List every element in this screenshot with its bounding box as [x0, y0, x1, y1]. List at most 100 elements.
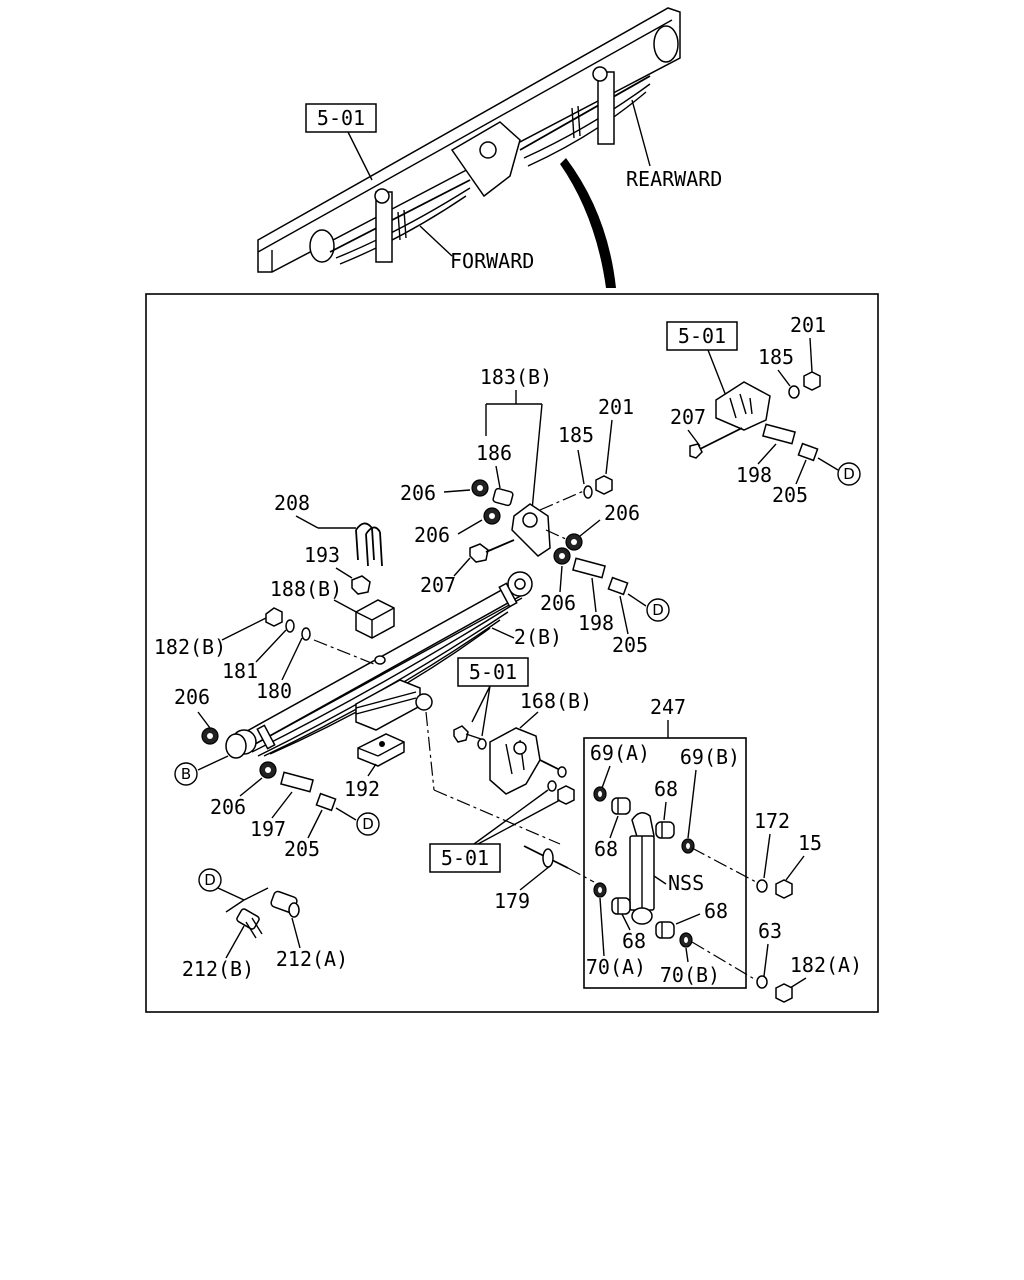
callout-d-1-text: D	[843, 465, 855, 483]
ref-box-bracket	[666, 321, 738, 351]
callout-d-4-text: D	[204, 871, 216, 889]
label-193: 193	[304, 543, 340, 567]
label-205-b: 205	[612, 633, 648, 657]
grease-nipple-205-c	[315, 792, 337, 812]
ref-box-top	[305, 103, 377, 133]
label-172: 172	[754, 809, 790, 833]
pin-197	[280, 771, 314, 793]
label-206-f: 206	[210, 795, 246, 819]
label-208: 208	[274, 491, 310, 515]
bolt-207-a	[689, 427, 743, 459]
label-212a: 212(A)	[276, 947, 348, 971]
label-212b: 212(B)	[182, 957, 254, 981]
label-247: 247	[650, 695, 686, 719]
label-69b: 69(B)	[680, 745, 740, 769]
label-15: 15	[798, 831, 822, 855]
bolt-bracket-mid	[453, 725, 487, 750]
ref-label-mid: 5-01	[469, 660, 517, 684]
label-188b: 188(B)	[270, 577, 342, 601]
label-206-c: 206	[604, 501, 640, 525]
washer-63	[756, 975, 768, 989]
rubber-68-b	[655, 821, 675, 839]
label-68-c: 68	[622, 929, 646, 953]
label-182b: 182(B)	[154, 635, 226, 659]
label-68-b: 68	[654, 777, 678, 801]
label-70a: 70(A)	[586, 955, 646, 979]
label-185-b: 185	[558, 423, 594, 447]
nut-15	[775, 879, 793, 899]
nut-201-b	[595, 475, 613, 495]
nut-182b	[265, 607, 283, 627]
stud-179	[523, 845, 569, 869]
forward-label: FORWARD	[450, 249, 534, 273]
label-182a: 182(A)	[790, 953, 862, 977]
spacer-188b	[355, 599, 395, 639]
grease-nipple-205-b	[607, 576, 629, 596]
ref-box-mid	[457, 657, 529, 687]
rearward-label: REARWARD	[626, 167, 722, 191]
label-63: 63	[758, 919, 782, 943]
rubber-68-a	[611, 797, 631, 815]
nut-201-a	[803, 371, 821, 391]
label-206-b: 206	[414, 523, 450, 547]
label-205-a: 205	[772, 483, 808, 507]
washer-180	[301, 627, 311, 641]
shock-bracket-168b	[489, 727, 567, 795]
label-205-c: 205	[284, 837, 320, 861]
ref-label-top: 5-01	[317, 106, 365, 130]
bushing-186	[492, 487, 514, 507]
seat-192	[357, 733, 405, 767]
label-69a: 69(A)	[590, 741, 650, 765]
leaf-spring-2b	[225, 571, 533, 759]
washer-185-b	[583, 485, 593, 499]
label-180: 180	[256, 679, 292, 703]
washer-mid	[547, 780, 557, 792]
grease-nipple-212b	[236, 908, 263, 939]
ref-box-low	[429, 843, 501, 873]
shock-absorber-box-247	[583, 737, 747, 989]
pin-198-a	[762, 423, 796, 445]
rear-hanger-bracket	[715, 381, 771, 431]
label-206-a: 206	[400, 481, 436, 505]
label-185-a: 185	[758, 345, 794, 369]
label-68-d: 68	[704, 899, 728, 923]
spring-hanger-183b	[511, 489, 587, 557]
ref-label-low: 5-01	[441, 846, 489, 870]
zoom-arrow	[560, 158, 616, 288]
washer-185-a	[788, 385, 800, 399]
label-207-a: 207	[670, 405, 706, 429]
label-192: 192	[344, 777, 380, 801]
grease-nipple-212a	[270, 890, 300, 918]
label-201-a: 201	[790, 313, 826, 337]
label-206-d: 206	[540, 591, 576, 615]
rubber-68-c	[611, 897, 631, 915]
label-207-b: 207	[420, 573, 456, 597]
callout-d-2-text: D	[652, 601, 664, 619]
label-181: 181	[222, 659, 258, 683]
u-bolt-208	[355, 522, 383, 567]
label-179: 179	[494, 889, 530, 913]
rubber-68-d	[655, 921, 675, 939]
nut-182a	[775, 983, 793, 1003]
label-197: 197	[250, 817, 286, 841]
label-198-a: 198	[736, 463, 772, 487]
label-206-e: 206	[174, 685, 210, 709]
pin-198-b	[572, 557, 606, 579]
label-183b: 183(B)	[480, 365, 552, 389]
callout-d-3	[356, 812, 380, 836]
bolt-207-b	[469, 539, 515, 563]
callout-d-1	[837, 462, 861, 486]
callout-d-3-text: D	[362, 815, 374, 833]
label-168b: 168(B)	[520, 689, 592, 713]
nss-label: NSS	[668, 871, 704, 895]
grease-nipple-205-a	[797, 442, 819, 462]
label-70b: 70(B)	[660, 963, 720, 987]
washer-172	[756, 879, 768, 893]
shock-absorber-nss	[629, 812, 655, 925]
overview-hanger	[450, 121, 521, 198]
washer-181	[285, 619, 295, 633]
callout-b	[174, 762, 198, 786]
overview-shock-rear	[597, 71, 615, 145]
